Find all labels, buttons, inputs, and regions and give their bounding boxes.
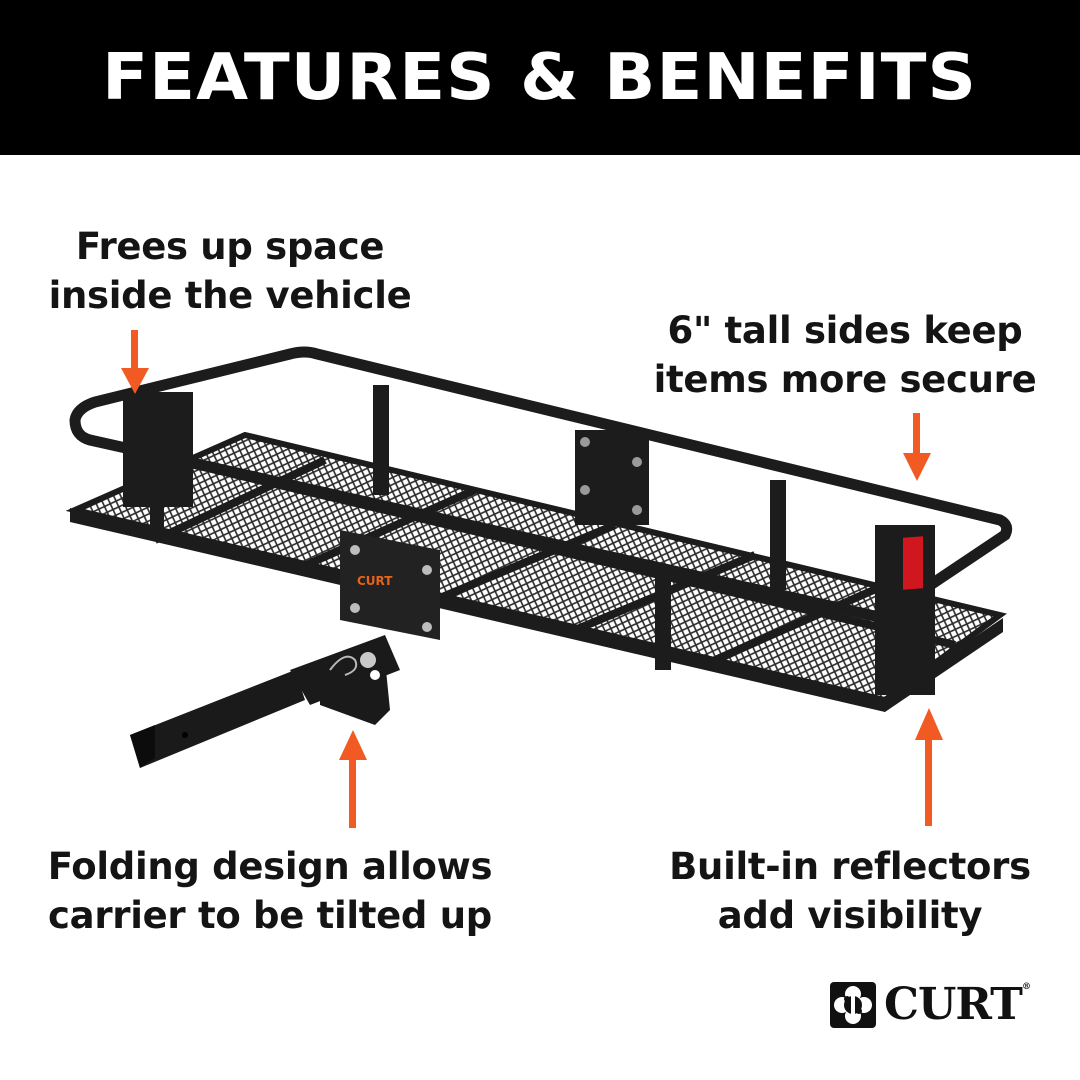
callout-tall-sides: 6" tall sides keep items more secure	[640, 306, 1050, 404]
callout-folding-design: Folding design allows carrier to be tilt…	[40, 842, 500, 940]
cargo-carrier-image: CURT	[65, 346, 1013, 768]
callout-line: inside the vehicle	[48, 274, 412, 317]
header-banner: FEATURES & BENEFITS	[0, 0, 1080, 155]
plate-brand-text: CURT	[357, 574, 393, 588]
callout-line: 6" tall sides keep	[667, 309, 1023, 352]
callout-line: Folding design allows	[47, 845, 493, 888]
callout-line: items more secure	[653, 358, 1037, 401]
arrow-up-icon	[339, 730, 367, 828]
callout-line: carrier to be tilted up	[48, 894, 492, 937]
curt-label-plate: CURT	[340, 530, 440, 640]
arrow-down-icon	[903, 413, 931, 481]
arrow-down-icon	[121, 330, 149, 394]
callout-reflectors: Built-in reflectors add visibility	[660, 842, 1040, 940]
arrow-up-icon	[915, 708, 943, 826]
callout-line: Built-in reflectors	[669, 845, 1031, 888]
curt-logo: CURT®	[830, 979, 1031, 1030]
callout-frees-space: Frees up space inside the vehicle	[40, 222, 420, 320]
curt-emblem-icon	[830, 982, 876, 1028]
callout-line: Frees up space	[75, 225, 385, 268]
reflector	[903, 536, 923, 590]
curt-logo-text: CURT®	[884, 979, 1031, 1030]
page-title: FEATURES & BENEFITS	[102, 40, 978, 115]
callout-line: add visibility	[717, 894, 983, 937]
